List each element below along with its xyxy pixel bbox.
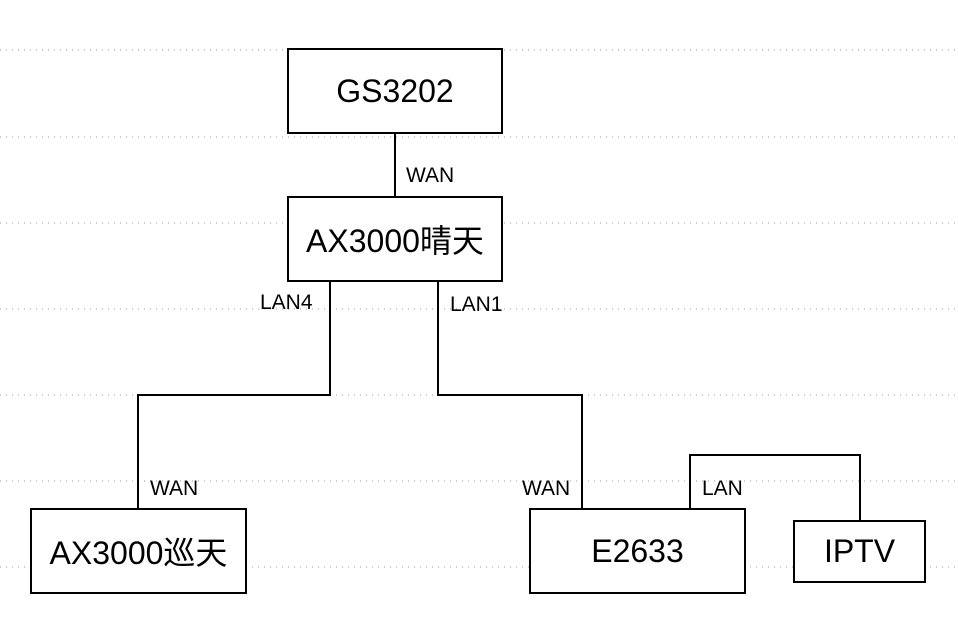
node-ax3000-xuntian[interactable]: AX3000巡天	[30, 508, 247, 594]
link-label-e2633-lan: LAN	[702, 477, 743, 500]
node-gs3202-label: GS3202	[336, 72, 454, 109]
connector-lan4-xuntian	[137, 280, 331, 510]
connector-e2633-iptv	[689, 454, 861, 522]
node-gs3202[interactable]: GS3202	[287, 48, 503, 134]
link-label-xuntian-wan: WAN	[150, 477, 199, 500]
link-label-gs3202-wan: WAN	[406, 164, 455, 187]
link-label-lan4: LAN4	[260, 291, 313, 314]
node-e2633-label: E2633	[591, 532, 684, 569]
node-ax3000-qingtian[interactable]: AX3000晴天	[287, 196, 503, 282]
node-ax3000-qingtian-label: AX3000晴天	[306, 223, 484, 259]
link-label-e2633-wan: WAN	[522, 477, 571, 500]
node-iptv-label: IPTV	[823, 533, 896, 569]
node-ax3000-xuntian-label: AX3000巡天	[49, 535, 228, 571]
node-iptv[interactable]: IPTV	[793, 520, 926, 583]
node-e2633[interactable]: E2633	[529, 508, 746, 594]
connector-lan1-e2633	[437, 280, 583, 510]
link-label-lan1: LAN1	[450, 293, 503, 316]
